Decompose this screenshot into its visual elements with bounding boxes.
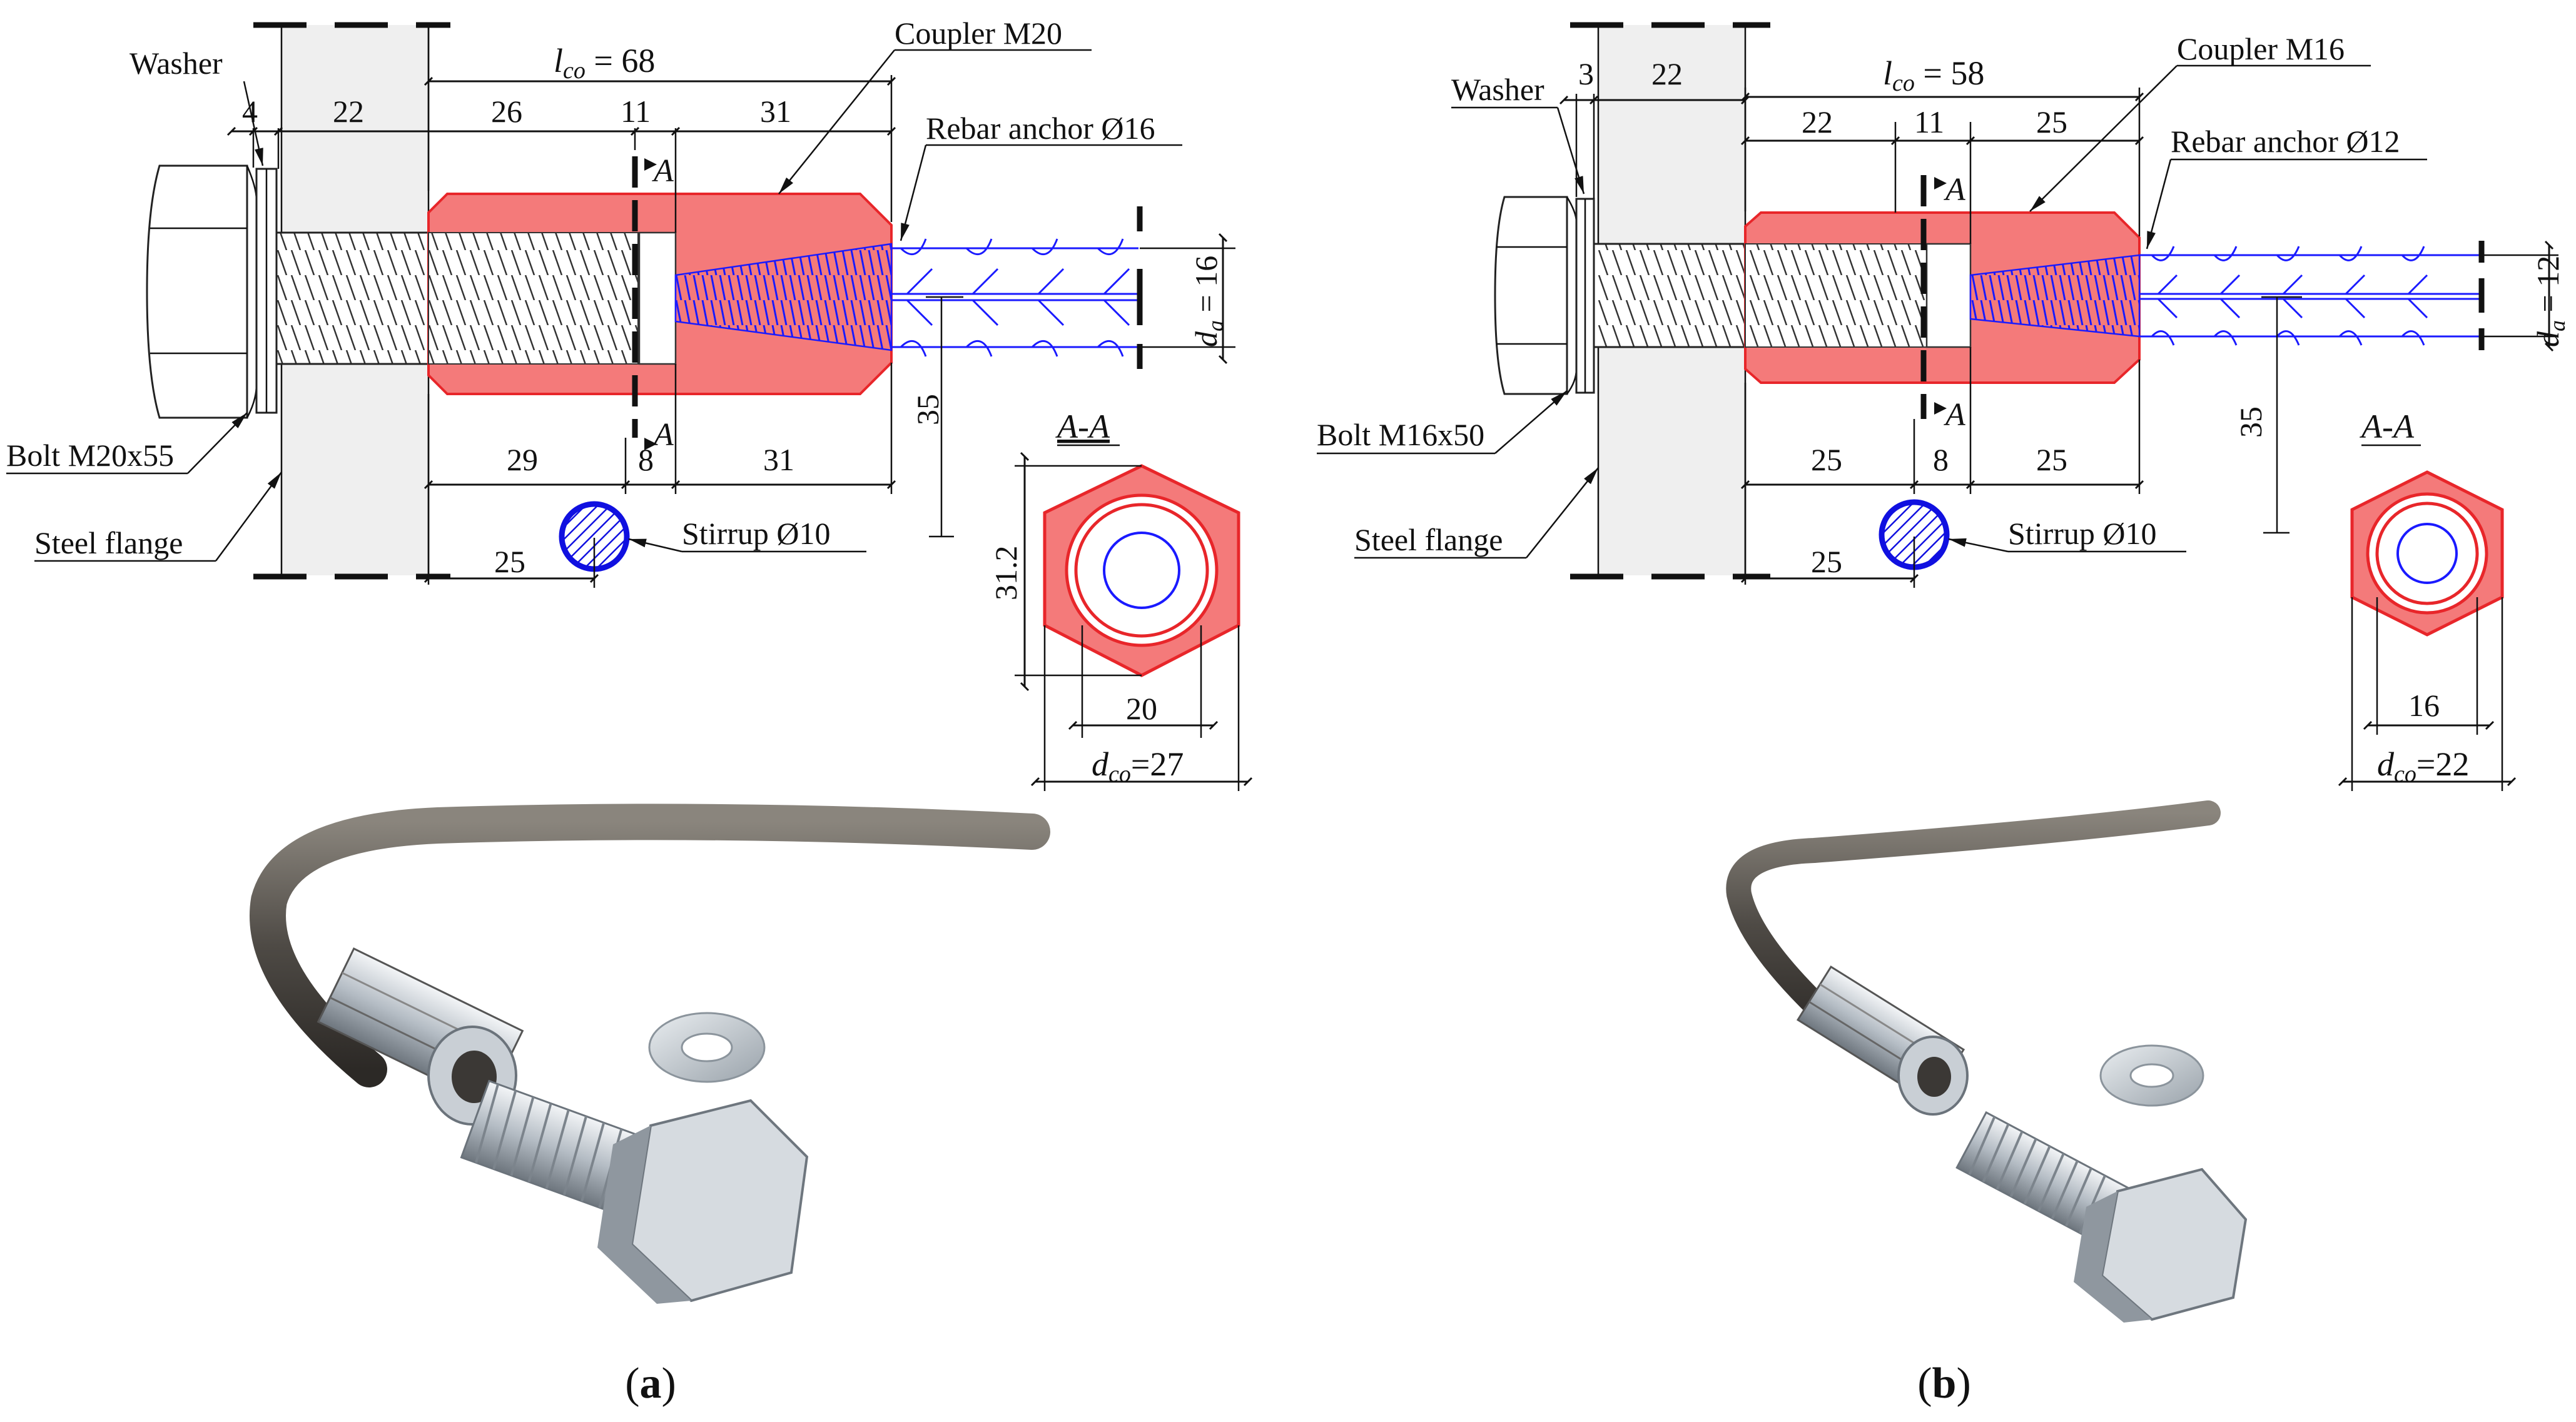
dim-35: 35	[2233, 406, 2268, 438]
photo-a	[250, 804, 1050, 1304]
section-mark-bottom: A	[1944, 397, 1965, 433]
label-coupler: Coupler M20	[895, 16, 1062, 51]
dim-washer: 3	[1578, 56, 1594, 91]
dim-flange: 22	[333, 94, 364, 129]
dim-da: da = 16	[1189, 256, 1228, 347]
photo-rebar	[250, 804, 1050, 1087]
dim-lco: lco = 68	[554, 42, 655, 84]
dim-top-3: 31	[760, 94, 791, 129]
bolt-head	[146, 164, 248, 419]
section-mark-bottom: A	[652, 417, 674, 453]
label-rebar-anchor: Rebar anchor Ø16	[926, 111, 1155, 146]
bolt-head	[1494, 196, 1568, 395]
dim-lco: lco = 58	[1883, 54, 1984, 96]
section-title: A-A	[2360, 408, 2415, 445]
dim-top-2: 11	[621, 94, 651, 129]
label-stirrup: Stirrup Ø10	[2008, 516, 2157, 551]
label-steel-flange: Steel flange	[1354, 522, 1503, 557]
section-mark-top: A	[1944, 172, 1965, 208]
dim-bot-3: 31	[763, 442, 794, 477]
label-steel-flange: Steel flange	[34, 525, 183, 560]
label-stirrup: Stirrup Ø10	[682, 516, 831, 551]
label-coupler: Coupler M16	[2177, 31, 2345, 66]
coupler-gap	[638, 231, 677, 365]
dim-bot-2: 8	[638, 442, 654, 477]
photo-b	[1726, 800, 2248, 1323]
dim-top-1: 22	[1802, 104, 1833, 139]
dim-bot-3: 25	[2036, 442, 2067, 477]
photo-rebar	[1726, 800, 2221, 1051]
panel-b: A A 3 22 lco = 58 22 11 25 25 8 25	[1317, 22, 2570, 1408]
dim-stirrup: 25	[1811, 544, 1842, 579]
dim-35: 35	[910, 394, 945, 425]
dim-da: da = 12	[2530, 256, 2570, 347]
caption-b: (b)	[1917, 1359, 1971, 1408]
label-rebar-anchor: Rebar anchor Ø12	[2171, 124, 2400, 159]
section-mark-top: A	[652, 153, 674, 189]
label-washer: Washer	[129, 46, 223, 81]
bolt-collar	[246, 165, 258, 418]
label-bolt: Bolt M20x55	[6, 438, 174, 473]
dim-bot-1: 29	[507, 442, 538, 477]
dim-bot-2: 8	[1933, 442, 1949, 477]
dim-inner-d: 20	[1126, 691, 1157, 726]
dim-hex-corners: 31.2	[988, 546, 1023, 601]
panel-a: A A 4 22 lco = 68 26 11 31 29 8 31	[6, 16, 1253, 1408]
rebar-anchor	[891, 238, 1138, 357]
rebar-anchor	[2139, 246, 2480, 346]
dim-dco: dco=27	[1092, 745, 1184, 787]
dim-top-3: 25	[2036, 104, 2067, 139]
dim-bot-1: 25	[1811, 442, 1842, 477]
caption-a: (a)	[625, 1359, 676, 1408]
coupler-gap	[1925, 243, 1972, 348]
dim-flange: 22	[1651, 56, 1683, 91]
section-title: A-A	[1055, 408, 1110, 445]
label-washer: Washer	[1451, 72, 1544, 107]
dim-stirrup: 25	[494, 544, 525, 579]
coupler-tapered-thread	[674, 243, 893, 351]
dim-dco: dco=22	[2377, 745, 2469, 787]
label-bolt: Bolt M16x50	[1317, 417, 1484, 452]
dim-top-1: 26	[491, 94, 522, 129]
dim-top-2: 11	[1914, 104, 1944, 139]
dim-inner-d: 16	[2408, 688, 2440, 723]
